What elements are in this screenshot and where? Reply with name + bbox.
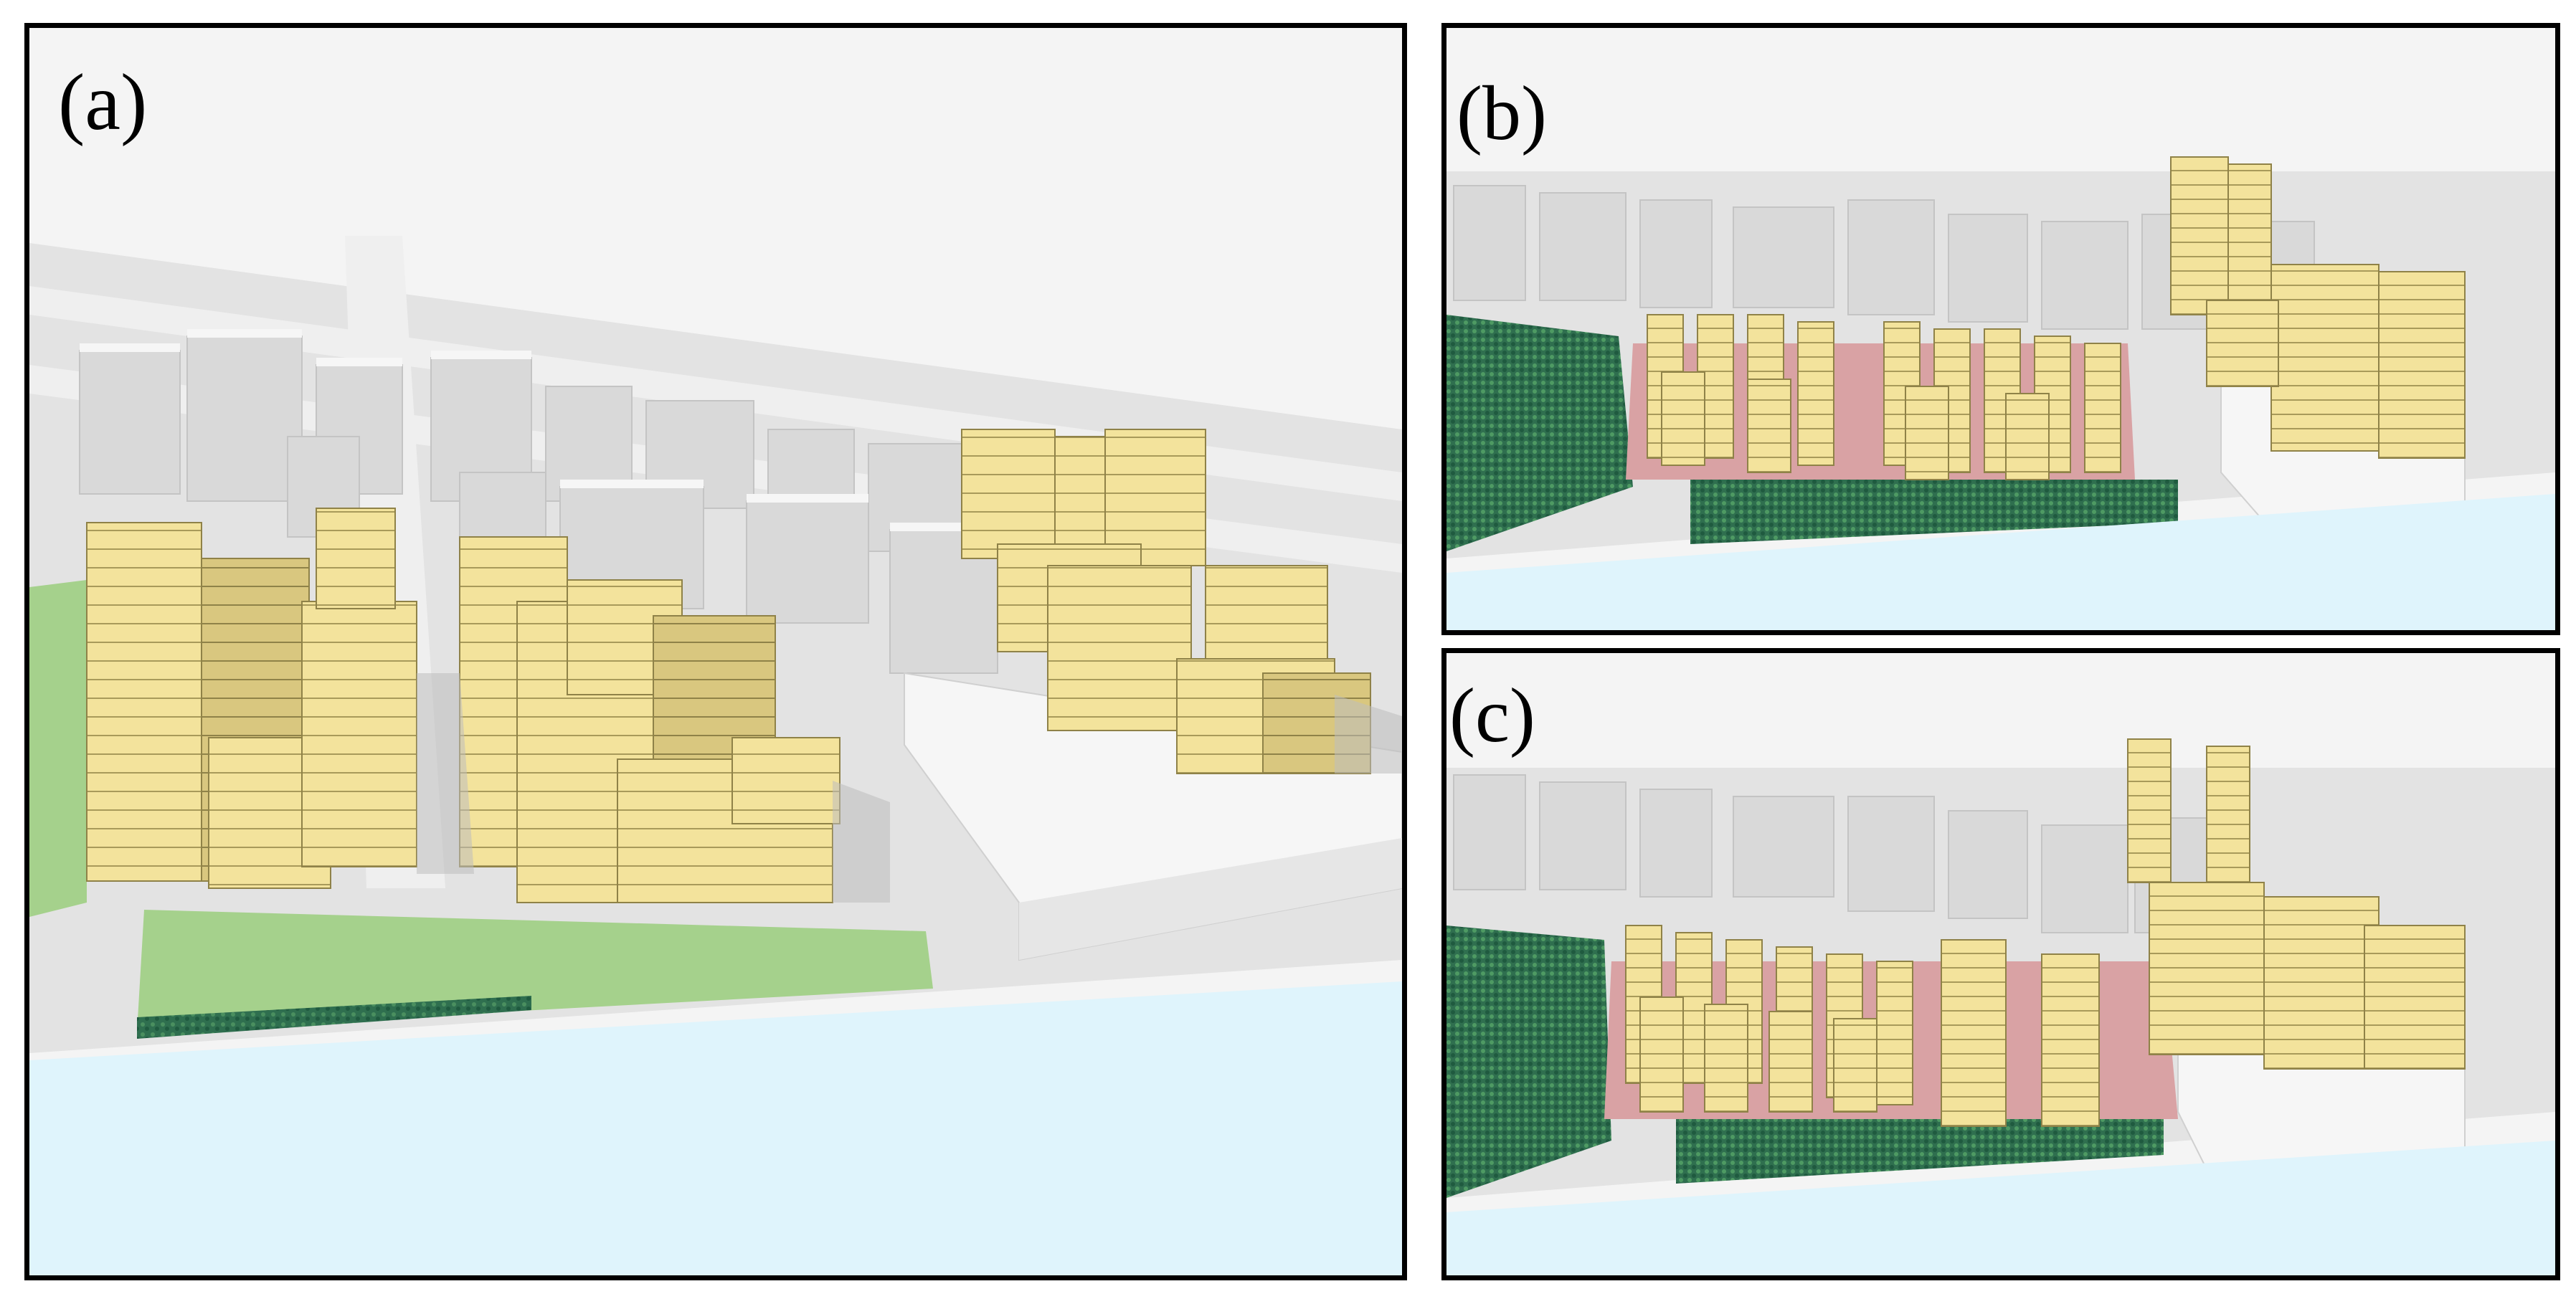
panel-b-label: (b) xyxy=(1457,71,1547,156)
scene-b xyxy=(1446,28,2555,630)
panel-b: (b) xyxy=(1441,23,2560,635)
panel-a-label: (a) xyxy=(58,58,148,147)
scene-c xyxy=(1446,653,2555,1275)
panel-c: (c) xyxy=(1441,648,2560,1280)
scene-a xyxy=(29,28,1402,1275)
panel-c-label: (c) xyxy=(1449,673,1535,758)
panel-a: (a) xyxy=(24,23,1407,1280)
